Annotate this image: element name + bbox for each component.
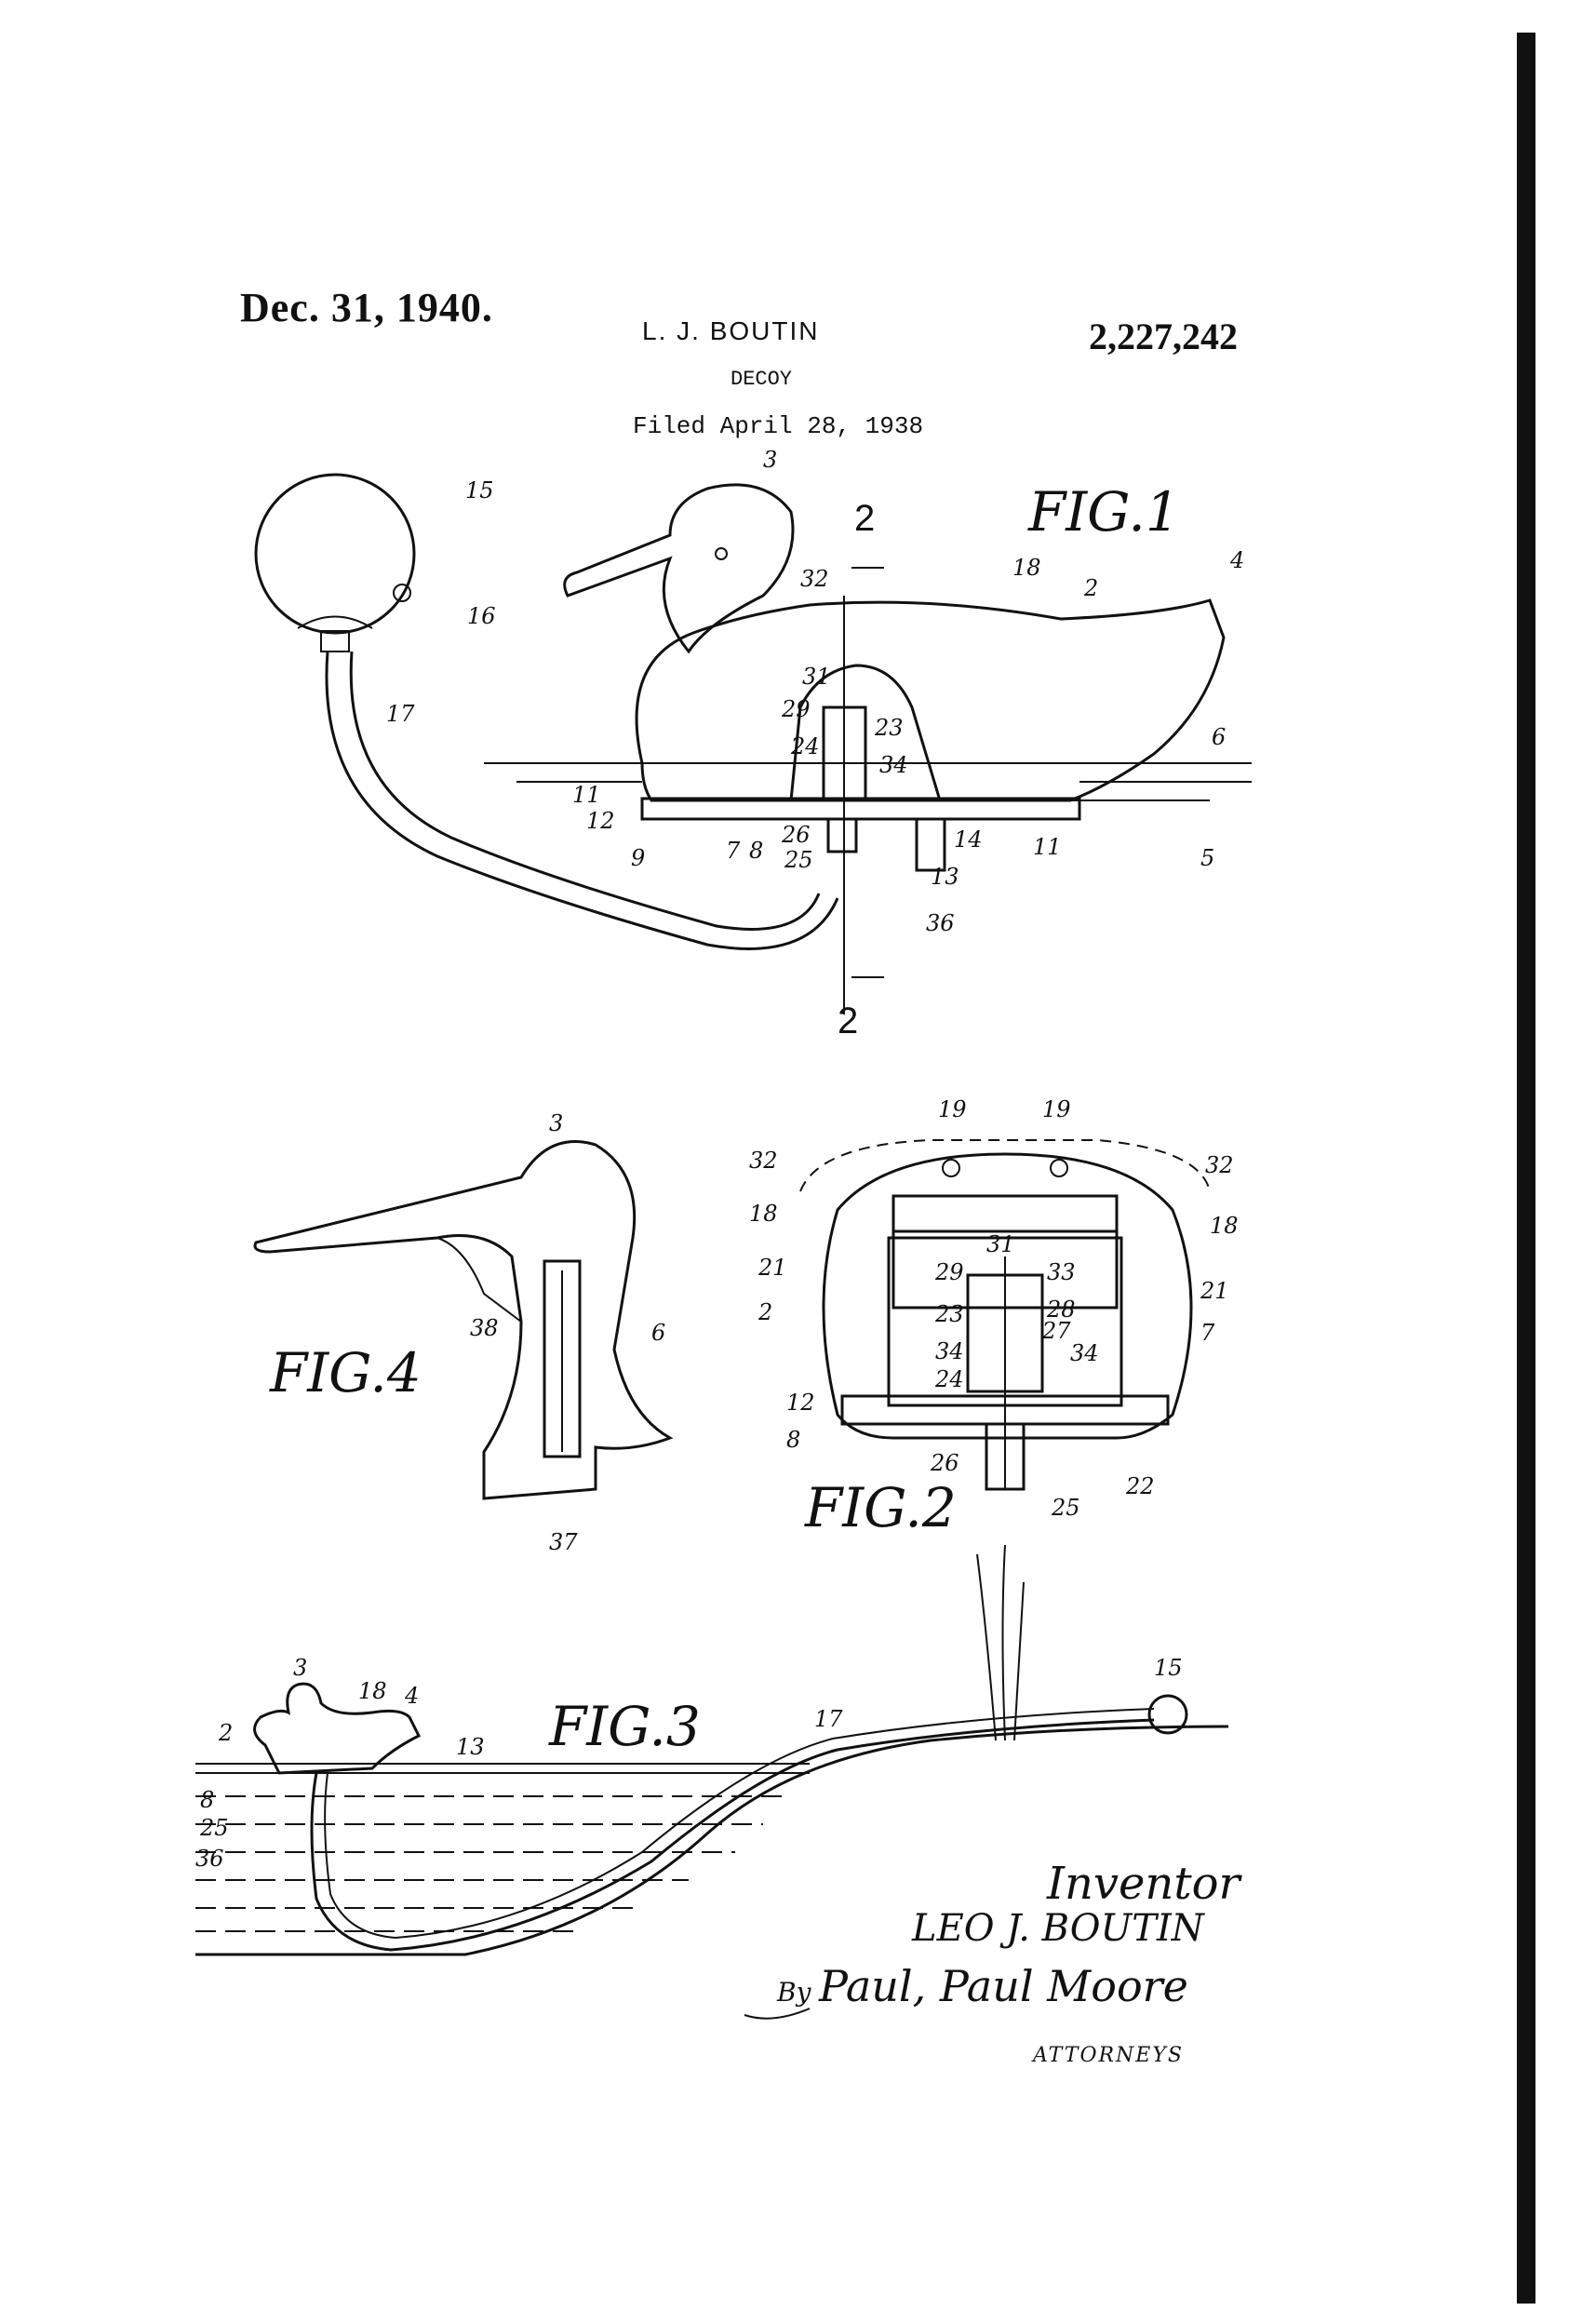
fig1-ref: 4 (1229, 547, 1244, 573)
fig2-ref: 29 (934, 1259, 964, 1285)
fig2-ref: 8 (786, 1427, 800, 1453)
fig1-ref: 17 (386, 701, 415, 727)
signature-block: Inventor LEO J. BOUTIN By Paul, Paul Moo… (744, 1858, 1243, 2067)
fig3-tube (310, 1718, 1155, 1952)
fig3-ref: 15 (1154, 1655, 1183, 1681)
patent-number: 2,227,242 (1089, 316, 1238, 357)
fig1-ref: 32 (800, 566, 829, 592)
fig2-ref: 28 (1046, 1296, 1076, 1323)
fig1-ref: 36 (926, 910, 955, 936)
fig4-reference-numerals: 3 38 6 37 (470, 1110, 665, 1555)
fig4-ref: 6 (651, 1320, 665, 1346)
fig3-bulb (1147, 1694, 1188, 1735)
margin-bar (1517, 33, 1535, 2304)
fig2-ref: 34 (935, 1338, 964, 1364)
fig2-ref: 32 (749, 1148, 778, 1174)
fig1-ref: 26 (781, 822, 811, 848)
fig3-ref: 2 (218, 1720, 233, 1746)
attorneys-label: ATTORNEYS (1031, 2044, 1184, 2067)
fig1-ref: 23 (874, 715, 904, 741)
fig2-reference-numerals: 19 19 32 32 18 18 31 21 21 29 33 2 23 28… (749, 1096, 1239, 1521)
fig2-ref: 27 (1041, 1318, 1071, 1344)
fig1-ref: 15 (465, 477, 494, 504)
fig1-ref: 2 (1083, 575, 1098, 601)
fig1-ref: 29 (781, 696, 811, 722)
fig1-drawing (254, 473, 1252, 1014)
fig2-ref: 21 (757, 1255, 787, 1281)
fig3-reference-numerals: 3 18 4 2 8 25 36 13 17 15 (195, 1655, 1183, 1872)
inventor-name: L. J. BOUTIN (642, 316, 820, 345)
fig3-decoy (253, 1682, 422, 1775)
fig2-ref: 12 (786, 1390, 815, 1416)
fig1-head (563, 483, 795, 654)
by-label: By (776, 1977, 812, 2008)
fig1-label: FIG.1 (1027, 480, 1180, 544)
fig2-ref: 18 (1210, 1213, 1239, 1239)
fig3-ref: 25 (199, 1815, 229, 1841)
fig2-ref: 25 (1051, 1495, 1080, 1521)
fig1-ref: 18 (1012, 555, 1041, 581)
fig3-drawing (195, 1544, 1229, 1956)
fig1-ref: 11 (1033, 834, 1062, 860)
fig1-ref: 13 (931, 864, 959, 890)
fig2-ref: 24 (934, 1366, 964, 1392)
fig1-ref: 34 (879, 752, 908, 778)
fig3-label: FIG.3 (548, 1695, 701, 1758)
fig3-ref: 18 (358, 1678, 387, 1704)
fig2-ref: 26 (930, 1450, 959, 1476)
fig1-ref: 24 (790, 733, 820, 759)
fig1-ref: 8 (749, 838, 763, 864)
fig1-reference-numerals: 3 2 4 15 16 17 18 32 31 29 23 24 34 11 1… (386, 447, 1244, 936)
fig2-ref: 32 (1205, 1152, 1234, 1178)
fig2-ref: 19 (938, 1096, 967, 1122)
fig3-ref: 4 (404, 1683, 419, 1709)
fig2-ref: 7 (1200, 1320, 1215, 1346)
fig3-ref: 8 (200, 1787, 214, 1813)
inventor-signature-name: LEO J. BOUTIN (911, 1907, 1206, 1950)
filed-date: Filed April 28, 1938 (633, 412, 924, 440)
fig4-ref: 37 (549, 1529, 578, 1555)
fig3-ref: 36 (195, 1846, 224, 1872)
fig1-ref: 11 (572, 782, 601, 808)
fig1-body (635, 598, 1226, 802)
section-mark-top: 2 (854, 498, 875, 539)
fig2-ref: 23 (934, 1301, 964, 1327)
fig1-ref: 7 (726, 838, 741, 864)
fig2-drawing (799, 1139, 1211, 1491)
fig2-ref: 33 (1047, 1259, 1076, 1285)
fig1-ref: 14 (954, 826, 983, 853)
fig1-ref: 9 (631, 845, 645, 871)
fig3-ref: 3 (293, 1655, 307, 1681)
fig2-ref: 2 (757, 1299, 772, 1325)
fig3-ref: 13 (456, 1734, 485, 1760)
fig1-ref: 6 (1212, 724, 1226, 750)
fig2-ref: 21 (1200, 1278, 1229, 1304)
fig3-ref: 17 (814, 1706, 843, 1732)
fig2-ref: 18 (749, 1201, 778, 1227)
attorney-signature: Paul, Paul Moore (818, 1961, 1188, 2011)
fig2-ref: 19 (1042, 1096, 1071, 1122)
fig2-label: FIG.2 (804, 1476, 957, 1539)
patent-date: Dec. 31, 1940. (240, 285, 493, 330)
section-mark-bottom: 2 (838, 1001, 858, 1041)
fig1-bulb (254, 473, 416, 635)
fig1-ref: 16 (467, 603, 496, 629)
fig1-ref: 25 (784, 847, 813, 873)
fig2-ref: 22 (1125, 1473, 1155, 1499)
fig3-shore (195, 1725, 1229, 1956)
fig1-tube (325, 651, 839, 950)
fig1-ref: 31 (802, 664, 831, 690)
inventor-label: Inventor (1046, 1858, 1243, 1910)
fig4-drawing (253, 1140, 674, 1500)
fig1-ref: 3 (763, 447, 777, 473)
fig4-ref: 38 (470, 1315, 499, 1341)
patent-title: DECOY (731, 368, 793, 391)
fig4-label: FIG.4 (269, 1341, 422, 1404)
fig4-ref: 3 (549, 1110, 563, 1136)
fig2-ref: 31 (986, 1231, 1015, 1257)
fig2-ref: 34 (1070, 1340, 1099, 1366)
fig1-ref: 12 (586, 808, 615, 834)
fig1-ref: 5 (1200, 845, 1214, 871)
